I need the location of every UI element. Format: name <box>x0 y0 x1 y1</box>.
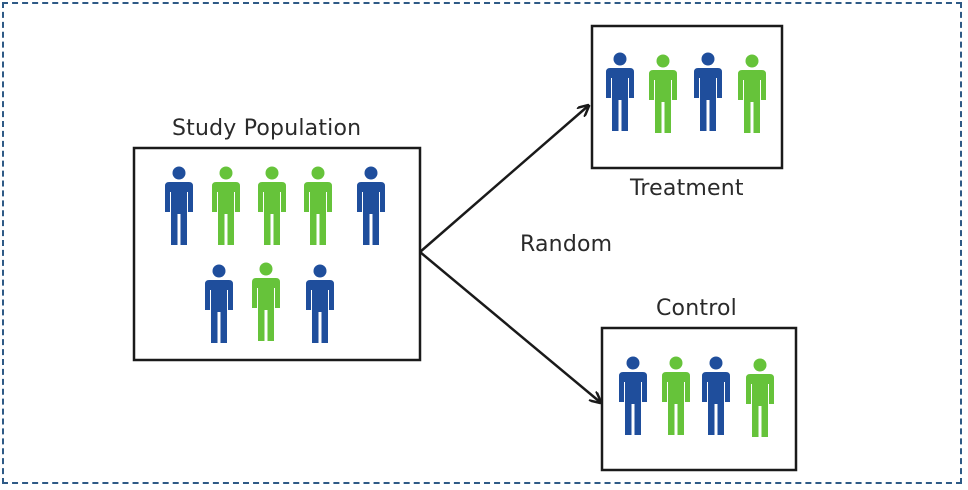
dashed-border-frame <box>2 2 962 484</box>
blue-person-icon <box>619 356 647 435</box>
blue-person-icon <box>694 52 722 131</box>
green-person-icon <box>252 262 280 341</box>
study-population-people <box>165 166 385 343</box>
blue-person-icon <box>205 264 233 343</box>
study-population-box <box>132 146 422 362</box>
treatment-people <box>606 52 766 133</box>
green-person-icon <box>662 356 690 435</box>
study-population-label: Study Population <box>172 116 362 141</box>
blue-person-icon <box>357 166 385 245</box>
arrow-to-control <box>419 251 600 402</box>
green-person-icon <box>649 54 677 133</box>
green-person-icon <box>738 54 766 133</box>
green-person-icon <box>212 166 240 245</box>
green-person-icon <box>746 358 774 437</box>
blue-person-icon <box>306 264 334 343</box>
green-person-icon <box>258 166 286 245</box>
control-label: Control <box>656 296 737 321</box>
random-label: Random <box>520 232 613 257</box>
green-person-icon <box>304 166 332 245</box>
blue-person-icon <box>165 166 193 245</box>
arrow-to-treatment <box>419 106 588 253</box>
treatment-label: Treatment <box>630 176 744 201</box>
blue-person-icon <box>702 356 730 435</box>
control-people <box>619 356 774 437</box>
blue-person-icon <box>606 52 634 131</box>
